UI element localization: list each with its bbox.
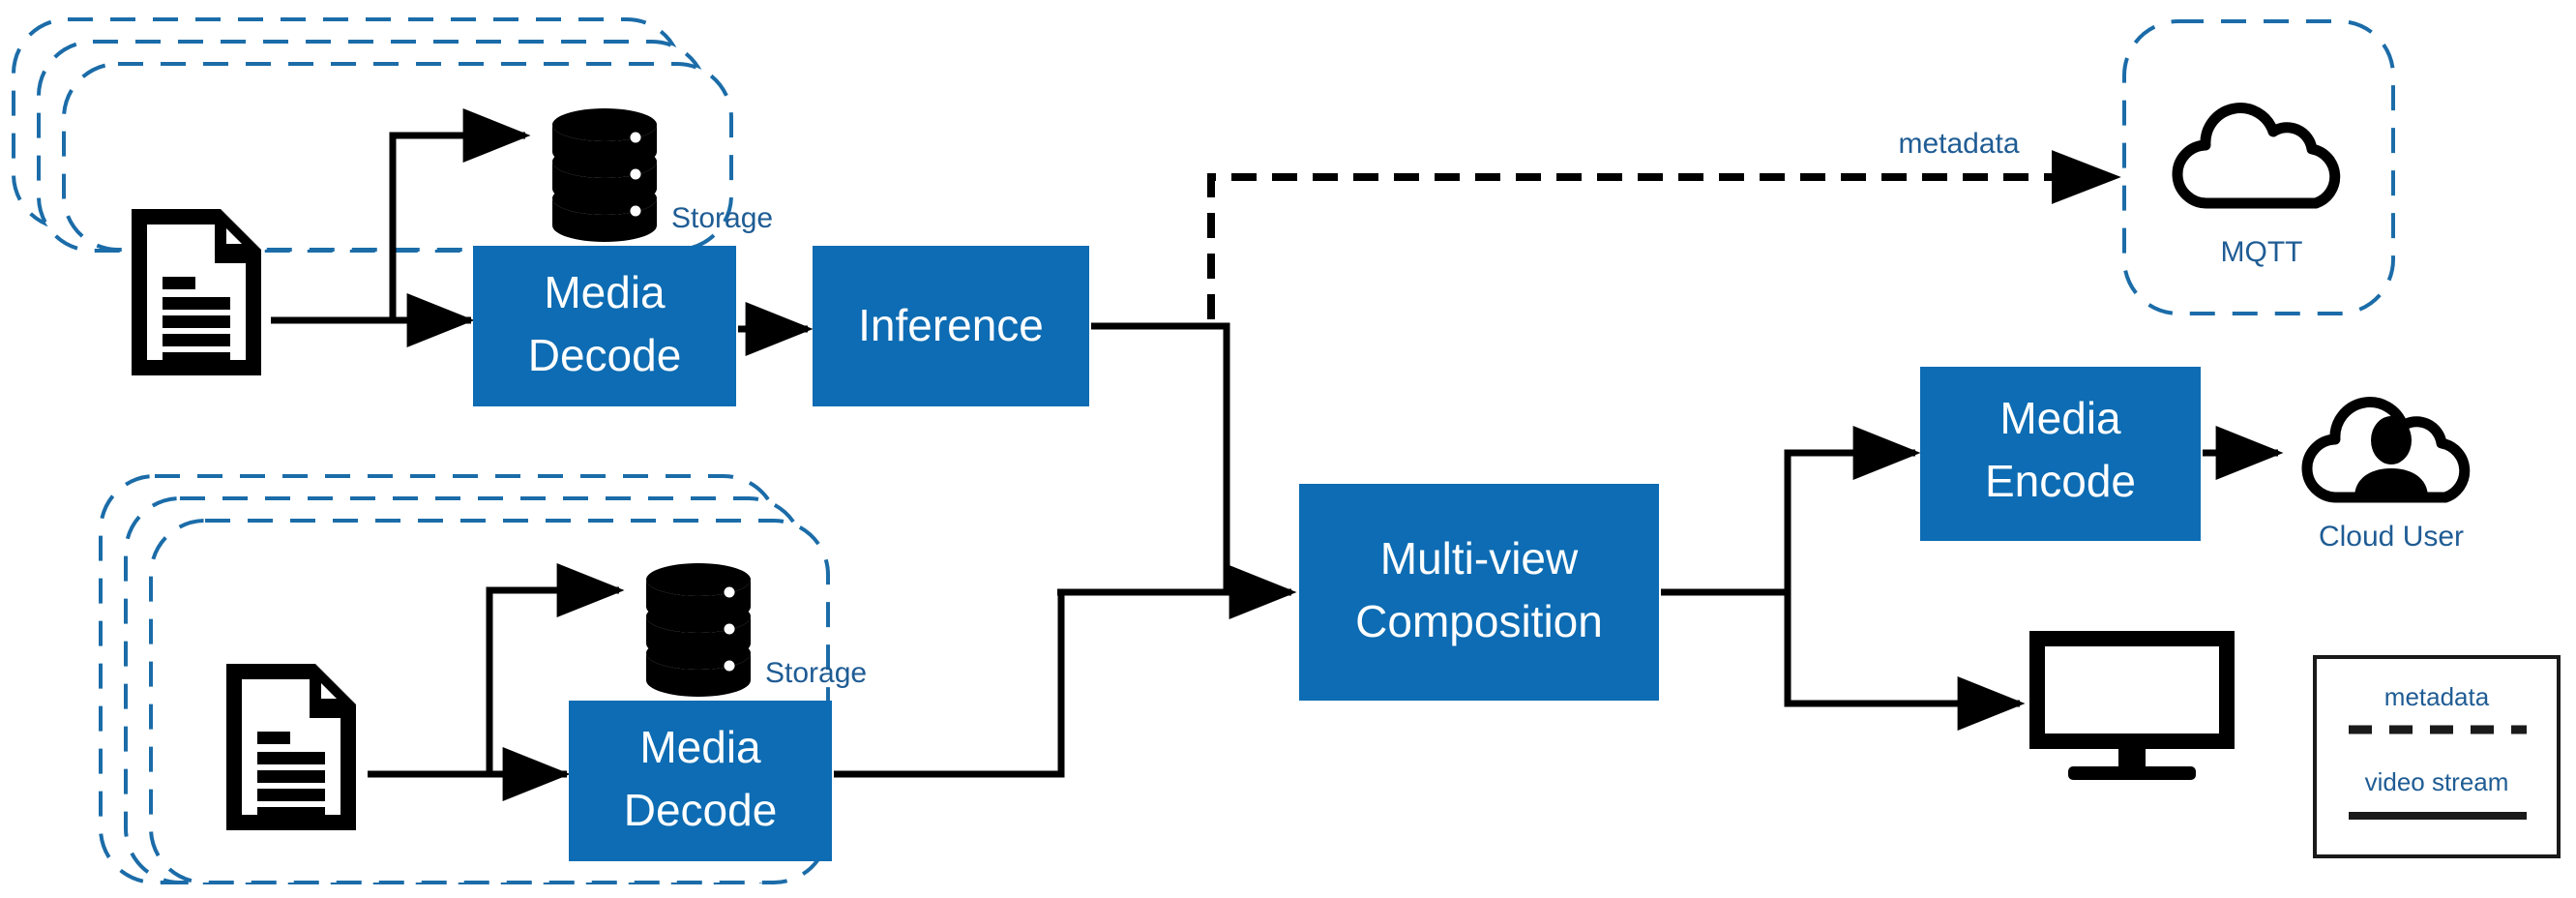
cloud-user-label: Cloud User <box>2319 521 2464 553</box>
edge-metadata: metadata <box>1207 128 2121 319</box>
media-encode-box[interactable] <box>1920 367 2201 541</box>
metadata-edge-label: metadata <box>1898 128 2019 160</box>
storage-label-bottom: Storage <box>765 657 867 689</box>
edge-bottom-decode-to-bus <box>834 592 1065 778</box>
edge-split-to-storage-top <box>389 108 531 320</box>
media-encode-label-line1: Media <box>1999 393 2121 443</box>
legend-video-stream-label: video stream <box>2365 767 2509 796</box>
edges-output-split <box>1661 426 2026 731</box>
cloud-user-icon <box>2307 403 2465 497</box>
group-top-stack <box>12 17 733 253</box>
media-decode-label-line1-bottom: Media <box>639 722 761 772</box>
media-encode-node: Media Encode Cloud User <box>1920 367 2465 553</box>
edge-split-to-storage-bottom <box>486 563 625 774</box>
monitor-node <box>2029 631 2235 780</box>
metadata-path <box>1207 150 2121 319</box>
inference-box[interactable] <box>813 246 1089 406</box>
legend-metadata-label: metadata <box>2384 682 2490 711</box>
document-icon <box>132 209 261 375</box>
media-decode-label-line2-top: Decode <box>528 330 682 380</box>
database-icon <box>646 563 751 697</box>
legend: metadata video stream <box>2313 655 2561 858</box>
media-decode-box-bottom[interactable] <box>569 701 832 861</box>
edge-to-media-encode <box>1784 426 1921 592</box>
mqtt-label: MQTT <box>2221 236 2303 268</box>
media-decode-label-line1-top: Media <box>544 267 666 317</box>
group-mqtt-card <box>2122 19 2395 315</box>
group-top-content: Storage Media Decode Inference <box>132 108 1089 406</box>
multiview-label-line2: Composition <box>1355 596 1603 646</box>
edge-to-monitor <box>1784 592 2026 731</box>
edges-video-trunk <box>834 322 1297 778</box>
multiview-label-line1: Multi-view <box>1380 533 1579 584</box>
multiview-composition-box[interactable] <box>1299 484 1659 701</box>
group-bottom-content: Storage Media Decode <box>226 563 867 861</box>
inference-label: Inference <box>858 300 1044 350</box>
monitor-icon <box>2029 631 2235 780</box>
storage-label-top: Storage <box>671 202 773 234</box>
multiview-node: Multi-view Composition <box>1299 484 1659 701</box>
legend-box <box>2313 655 2561 858</box>
edge-inference-to-bus <box>1091 322 1230 592</box>
media-encode-label-line2: Encode <box>1985 456 2136 506</box>
document-icon <box>226 664 356 830</box>
media-decode-label-line2-bottom: Decode <box>624 785 778 835</box>
group-mqtt: MQTT <box>2122 19 2395 315</box>
database-icon <box>552 108 657 242</box>
media-decode-box-top[interactable] <box>473 246 736 406</box>
